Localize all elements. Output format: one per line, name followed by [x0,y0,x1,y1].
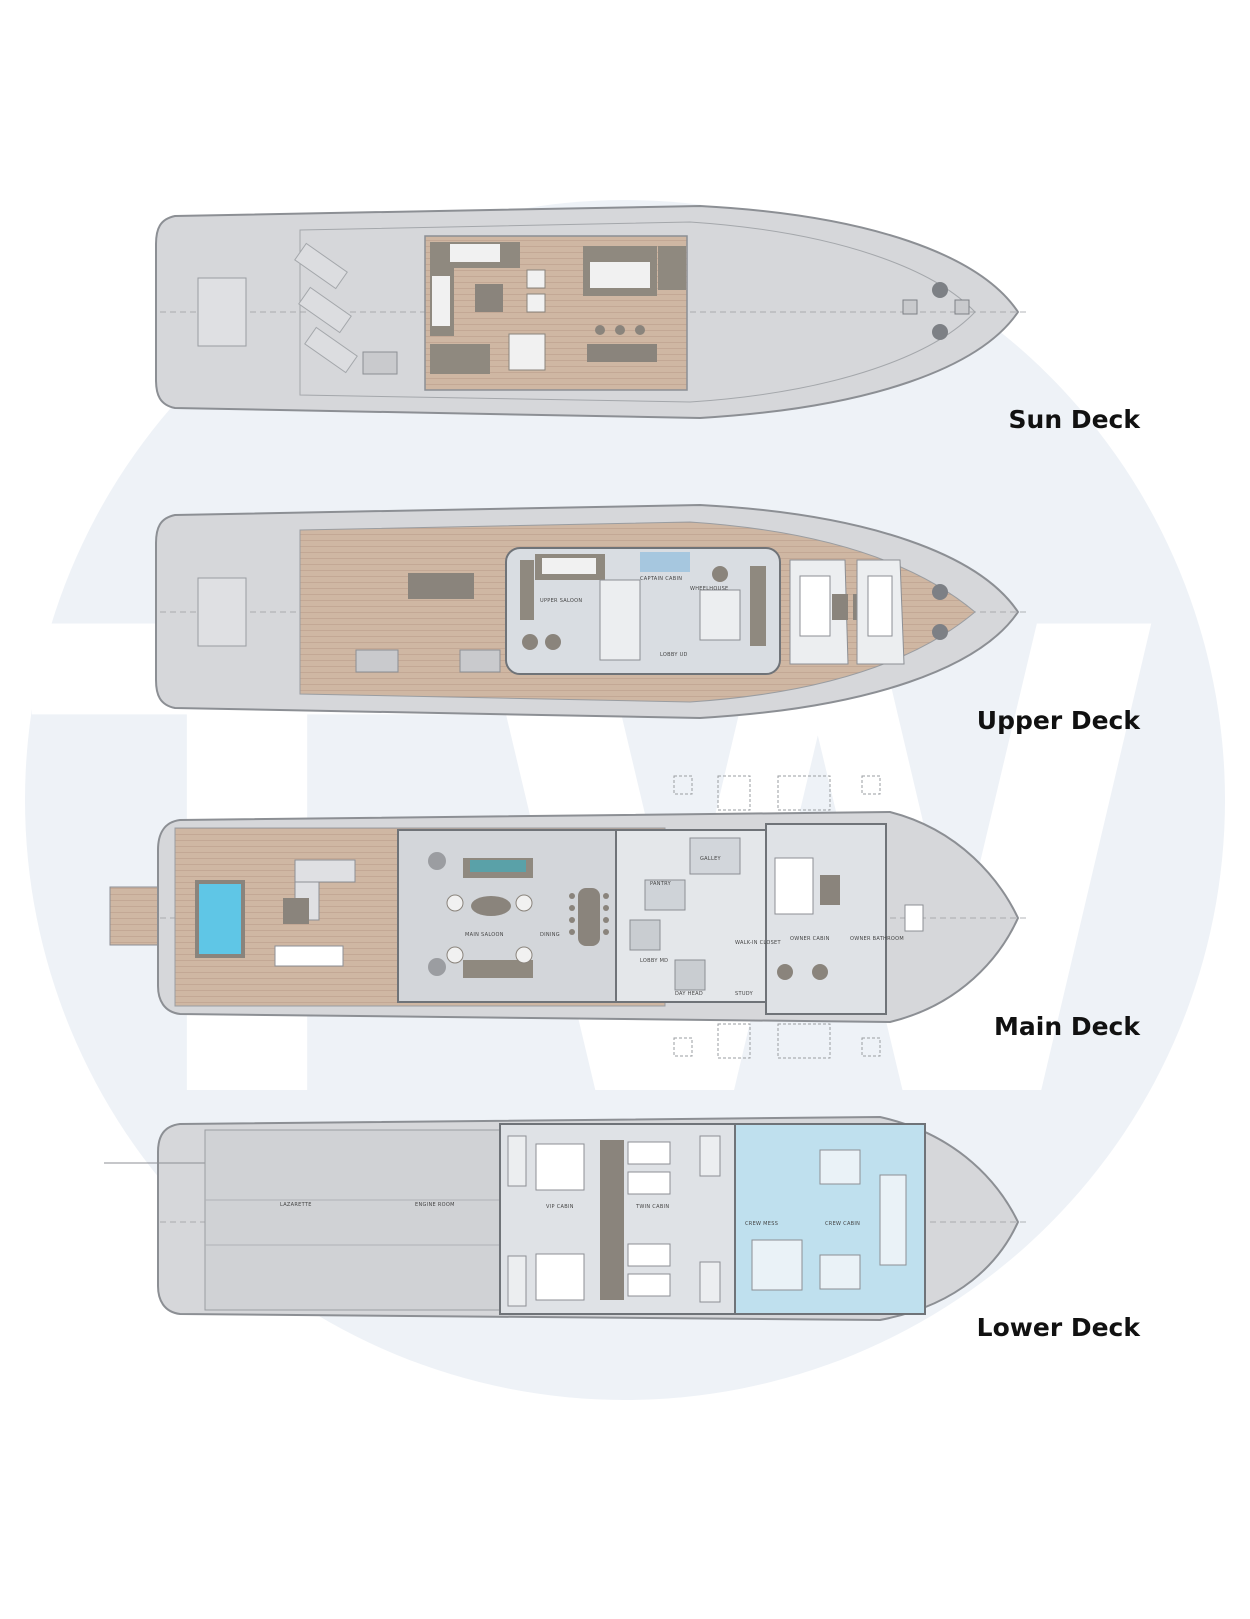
main-deck-plan: MAIN SALOON DINING PANTRY GALLEY LOBBY M… [109,775,1030,1059]
lower-deck-plan: LAZARETTE ENGINE ROOM VIP CABIN TWIN CAB… [104,1115,1030,1322]
room-label-pantry: PANTRY [650,881,672,887]
room-label-owner-bathroom: OWNER BATHROOM [850,936,904,942]
owner-cabin-area [765,823,887,1015]
room-label-study: STUDY [735,991,754,997]
sun-deck-plan [155,204,1030,420]
room-label-lobby-ud: LOBBY UD [660,652,688,658]
pool [195,880,245,958]
deck-label-lower: Lower Deck [976,1313,1140,1342]
lazarette-engine-area [204,1129,501,1311]
room-label-upper-saloon: UPPER SALOON [540,598,582,604]
deck-label-sun: Sun Deck [1008,405,1140,434]
room-label-engine-room: ENGINE ROOM [415,1202,455,1208]
upper-deck-plan: UPPER SALOON WHEELHOUSE CAPTAIN CABIN LO… [155,503,1030,720]
room-label-vip-cabin: VIP CABIN [546,1204,574,1210]
room-label-lazarette: LAZARETTE [280,1202,312,1208]
room-label-crew-cabin: CREW CABIN [825,1221,860,1227]
room-label-crew-mess: CREW MESS [745,1221,778,1227]
room-label-lobby-md: LOBBY MD [640,958,668,964]
deck-label-upper: Upper Deck [976,706,1140,735]
room-label-day-head: DAY HEAD [675,991,703,997]
room-label-dining: DINING [540,932,560,938]
room-label-walk-in-closet: WALK-IN CLOSET [735,940,782,946]
room-label-main-saloon: MAIN SALOON [465,932,504,938]
room-label-galley: GALLEY [700,856,722,862]
deck-label-main: Main Deck [994,1012,1140,1041]
room-label-wheelhouse: WHEELHOUSE [690,586,729,592]
room-label-captain-cabin: CAPTAIN CABIN [640,576,682,582]
room-label-owner-cabin: OWNER CABIN [790,936,830,942]
room-label-twin-cabin: TWIN CABIN [635,1204,669,1210]
